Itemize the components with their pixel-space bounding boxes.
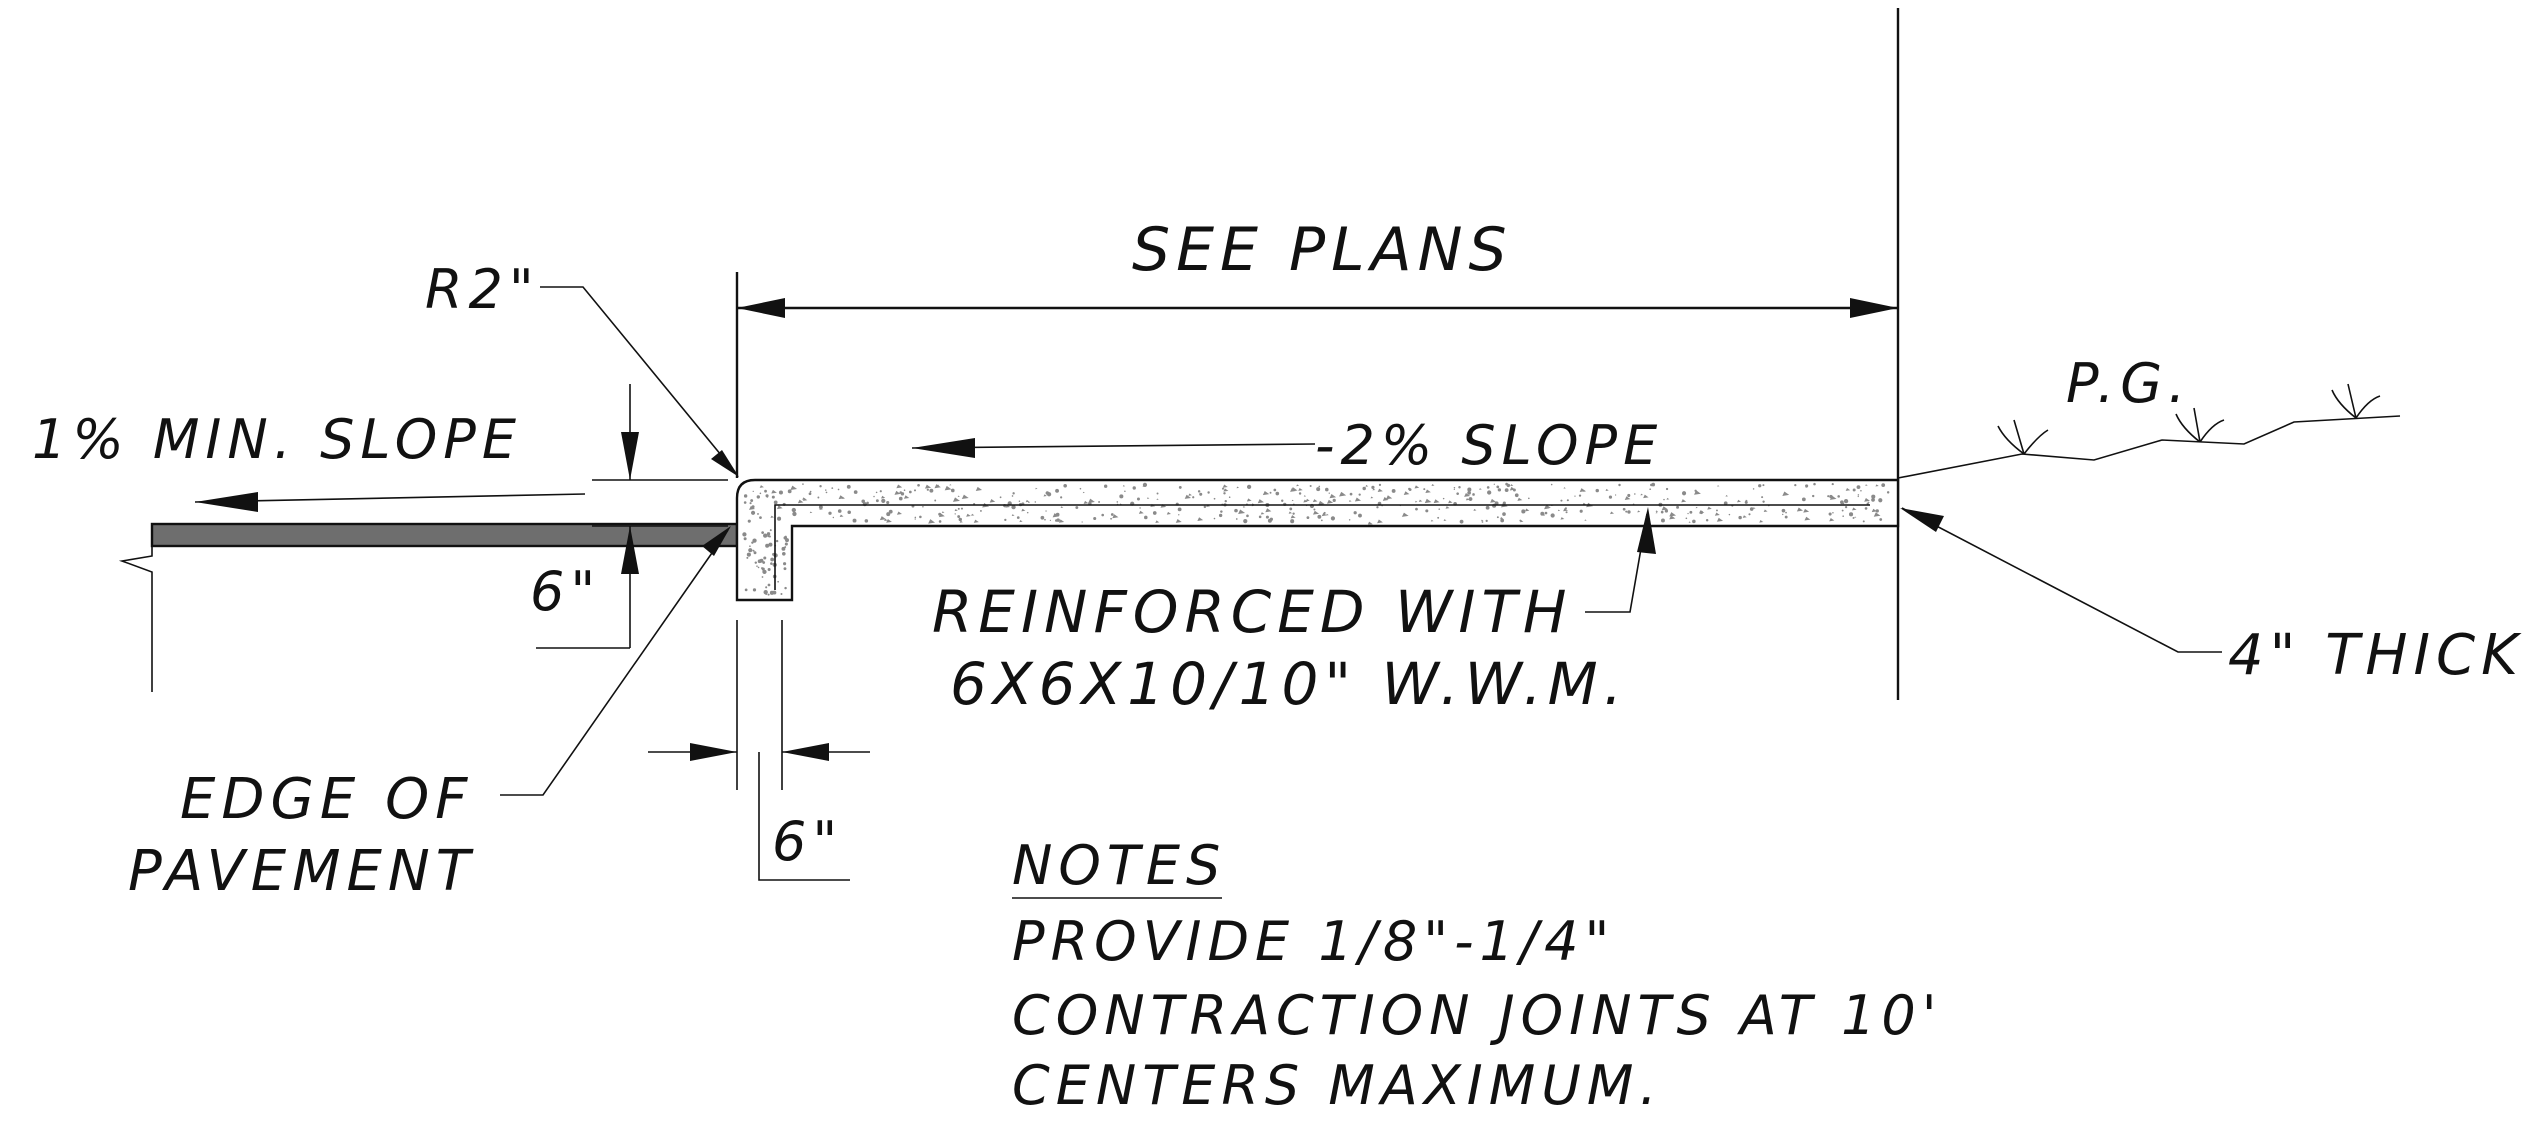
curb-width-label: 6" xyxy=(772,810,843,873)
pavement-surface xyxy=(150,522,739,548)
notes-line-3: CENTERS MAXIMUM. xyxy=(1012,1054,1663,1117)
notes-line-1: PROVIDE 1/8"-1/4" xyxy=(1012,910,1615,973)
min-slope-label: 1% MIN. SLOPE xyxy=(32,408,522,471)
edge-of-pavement-label-2: PAVEMENT xyxy=(128,839,476,904)
thickness-label: 4" THICK xyxy=(2228,623,2524,688)
neg-slope-arrow-head xyxy=(912,438,975,458)
wire-mesh-line xyxy=(774,504,1870,590)
grass-tuft-1 xyxy=(1997,419,2049,455)
thickness-leader xyxy=(1901,507,2222,653)
r2-label: R2" xyxy=(425,258,540,321)
width-dim-arrow-right xyxy=(782,743,829,761)
dimension-arrow-left xyxy=(737,298,785,318)
width-dim-arrow-left xyxy=(690,743,737,761)
curb-height-label: 6" xyxy=(530,560,601,623)
reinforced-leader xyxy=(1585,513,1648,613)
width-dim-leader xyxy=(758,752,850,881)
curb-dim-arrow-up xyxy=(621,526,639,574)
reinforced-label-2: 6X6X10/10" W.W.M. xyxy=(950,650,1628,718)
edge-of-pavement-leader xyxy=(500,529,729,796)
reinforced-arrow xyxy=(1637,507,1656,554)
dimension-arrow-right xyxy=(1850,298,1898,318)
grass-tuft-2 xyxy=(2175,407,2225,443)
see-plans-label: SEE PLANS xyxy=(1132,215,1513,285)
edge-of-pavement-label-1: EDGE OF xyxy=(180,767,473,832)
curb-dim-arrow-down xyxy=(621,432,639,480)
profile-grade-label: P.G. xyxy=(2066,352,2191,415)
grass-tuft-3 xyxy=(2331,383,2381,419)
neg-slope-arrow-line xyxy=(911,443,1316,449)
edge-of-pavement-arrow xyxy=(702,526,731,556)
concrete-aggregate-texture xyxy=(742,482,1890,596)
notes-line-2: CONTRACTION JOINTS AT 10' xyxy=(1012,984,1943,1047)
concrete-sidewalk-slab xyxy=(735,478,1900,602)
min-slope-arrow-head xyxy=(195,492,258,512)
thickness-arrow xyxy=(1900,508,1944,532)
reinforced-label-1: REINFORCED WITH xyxy=(932,578,1573,646)
pavement-break-line xyxy=(118,528,153,692)
min-slope-arrow-line xyxy=(194,493,586,503)
ground-line xyxy=(1897,415,2401,479)
r2-leader-arrow xyxy=(711,450,739,477)
r2-leader-line xyxy=(540,286,736,473)
notes-heading: NOTES xyxy=(1012,834,1226,897)
neg-slope-label: -2% SLOPE xyxy=(1315,414,1663,477)
